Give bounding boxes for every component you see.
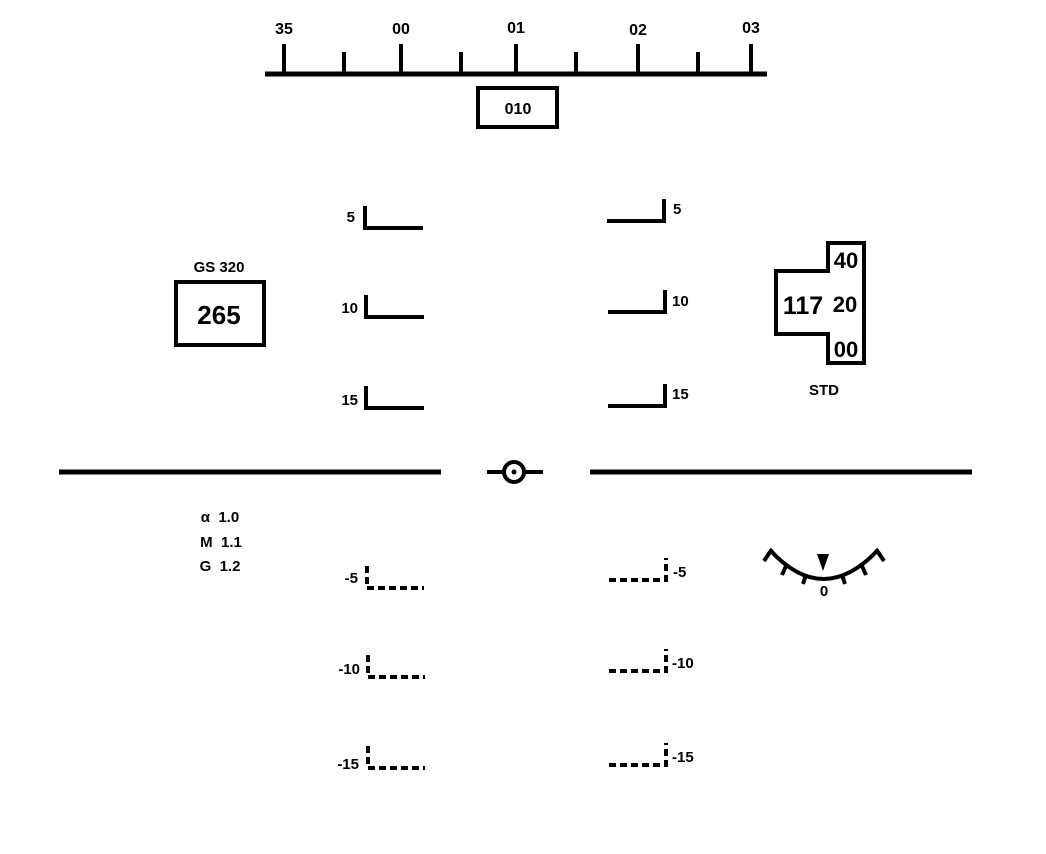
pitch-label-right: 15 xyxy=(672,386,689,403)
pitch-label-left: 15 xyxy=(341,392,358,409)
alpha-readout: α 1.0 xyxy=(201,509,239,526)
heading-label-01: 01 xyxy=(507,20,525,37)
bank-tick xyxy=(840,574,847,585)
pitch-bar-right xyxy=(607,199,666,223)
flight-path-marker xyxy=(487,460,543,484)
g-load-readout: G 1.2 xyxy=(200,558,241,575)
altitude-main: 117 xyxy=(783,292,823,320)
fpm-dot xyxy=(511,469,517,475)
bank-tick xyxy=(780,565,788,576)
bank-tick xyxy=(860,565,868,576)
heading-label-35: 35 xyxy=(275,21,293,38)
pitch-bar-left-dashed xyxy=(366,746,425,770)
heading-readout: 010 xyxy=(505,101,532,118)
bank-pointer-icon xyxy=(817,554,829,571)
pitch-bar-right-dashed xyxy=(609,743,668,767)
pitch-bar-left xyxy=(363,206,423,230)
pitch-ladder-negative: -5 -5 -10 -10 -15 -15 xyxy=(337,558,694,773)
pitch-label-right: 10 xyxy=(672,293,689,310)
bank-end-tick-right xyxy=(874,547,886,563)
pitch-bar-left xyxy=(364,295,424,319)
mach-readout: M 1.1 xyxy=(200,534,242,551)
ground-speed-label: GS 320 xyxy=(194,259,245,276)
baro-setting: STD xyxy=(809,382,839,399)
altitude-roll-upper: 40 xyxy=(834,248,858,273)
bank-arc xyxy=(768,548,880,581)
heading-label-02: 02 xyxy=(629,22,647,39)
pitch-label-left: 10 xyxy=(341,300,358,317)
flight-data-block: α 1.0 M 1.1 G 1.2 xyxy=(200,509,242,575)
pitch-label-left: -15 xyxy=(337,756,359,773)
pitch-label-left: -5 xyxy=(345,570,358,587)
airspeed-box xyxy=(174,280,266,347)
altitude-indicator: 117 40 20 00 STD xyxy=(774,241,866,399)
pitch-bar-left xyxy=(364,386,424,410)
pitch-label-right: -5 xyxy=(673,564,686,581)
heading-tape: 35 00 01 02 03 010 xyxy=(265,20,767,129)
bank-angle-scale: 0 xyxy=(762,547,886,600)
pitch-bar-right-dashed xyxy=(609,649,668,673)
pitch-bar-left-dashed xyxy=(365,566,424,590)
pitch-ladder-positive: 5 5 10 10 15 15 xyxy=(341,199,689,410)
bank-end-tick-left xyxy=(762,547,774,563)
pitch-label-right: -15 xyxy=(672,749,694,766)
pitch-bar-right-dashed xyxy=(609,558,668,582)
pitch-bar-right xyxy=(608,290,667,314)
pitch-label-right: 5 xyxy=(673,201,681,218)
altitude-roll-mid: 20 xyxy=(833,292,857,317)
pitch-label-left: -10 xyxy=(338,661,360,678)
fpm-ring xyxy=(502,460,526,484)
altitude-roll-lower: 00 xyxy=(834,337,858,362)
pitch-label-right: -10 xyxy=(672,655,694,672)
bank-tick xyxy=(801,574,808,585)
pitch-label-left: 5 xyxy=(347,209,355,226)
airspeed-value: 265 xyxy=(197,300,240,330)
heading-label-00: 00 xyxy=(392,21,410,38)
heading-readout-box xyxy=(476,86,559,129)
airspeed-indicator: GS 320 265 xyxy=(174,259,266,347)
pitch-bar-left-dashed xyxy=(366,655,425,679)
heading-label-03: 03 xyxy=(742,20,760,37)
altitude-box xyxy=(774,241,866,365)
bank-zero-label: 0 xyxy=(820,583,828,600)
pitch-bar-right xyxy=(608,384,667,408)
